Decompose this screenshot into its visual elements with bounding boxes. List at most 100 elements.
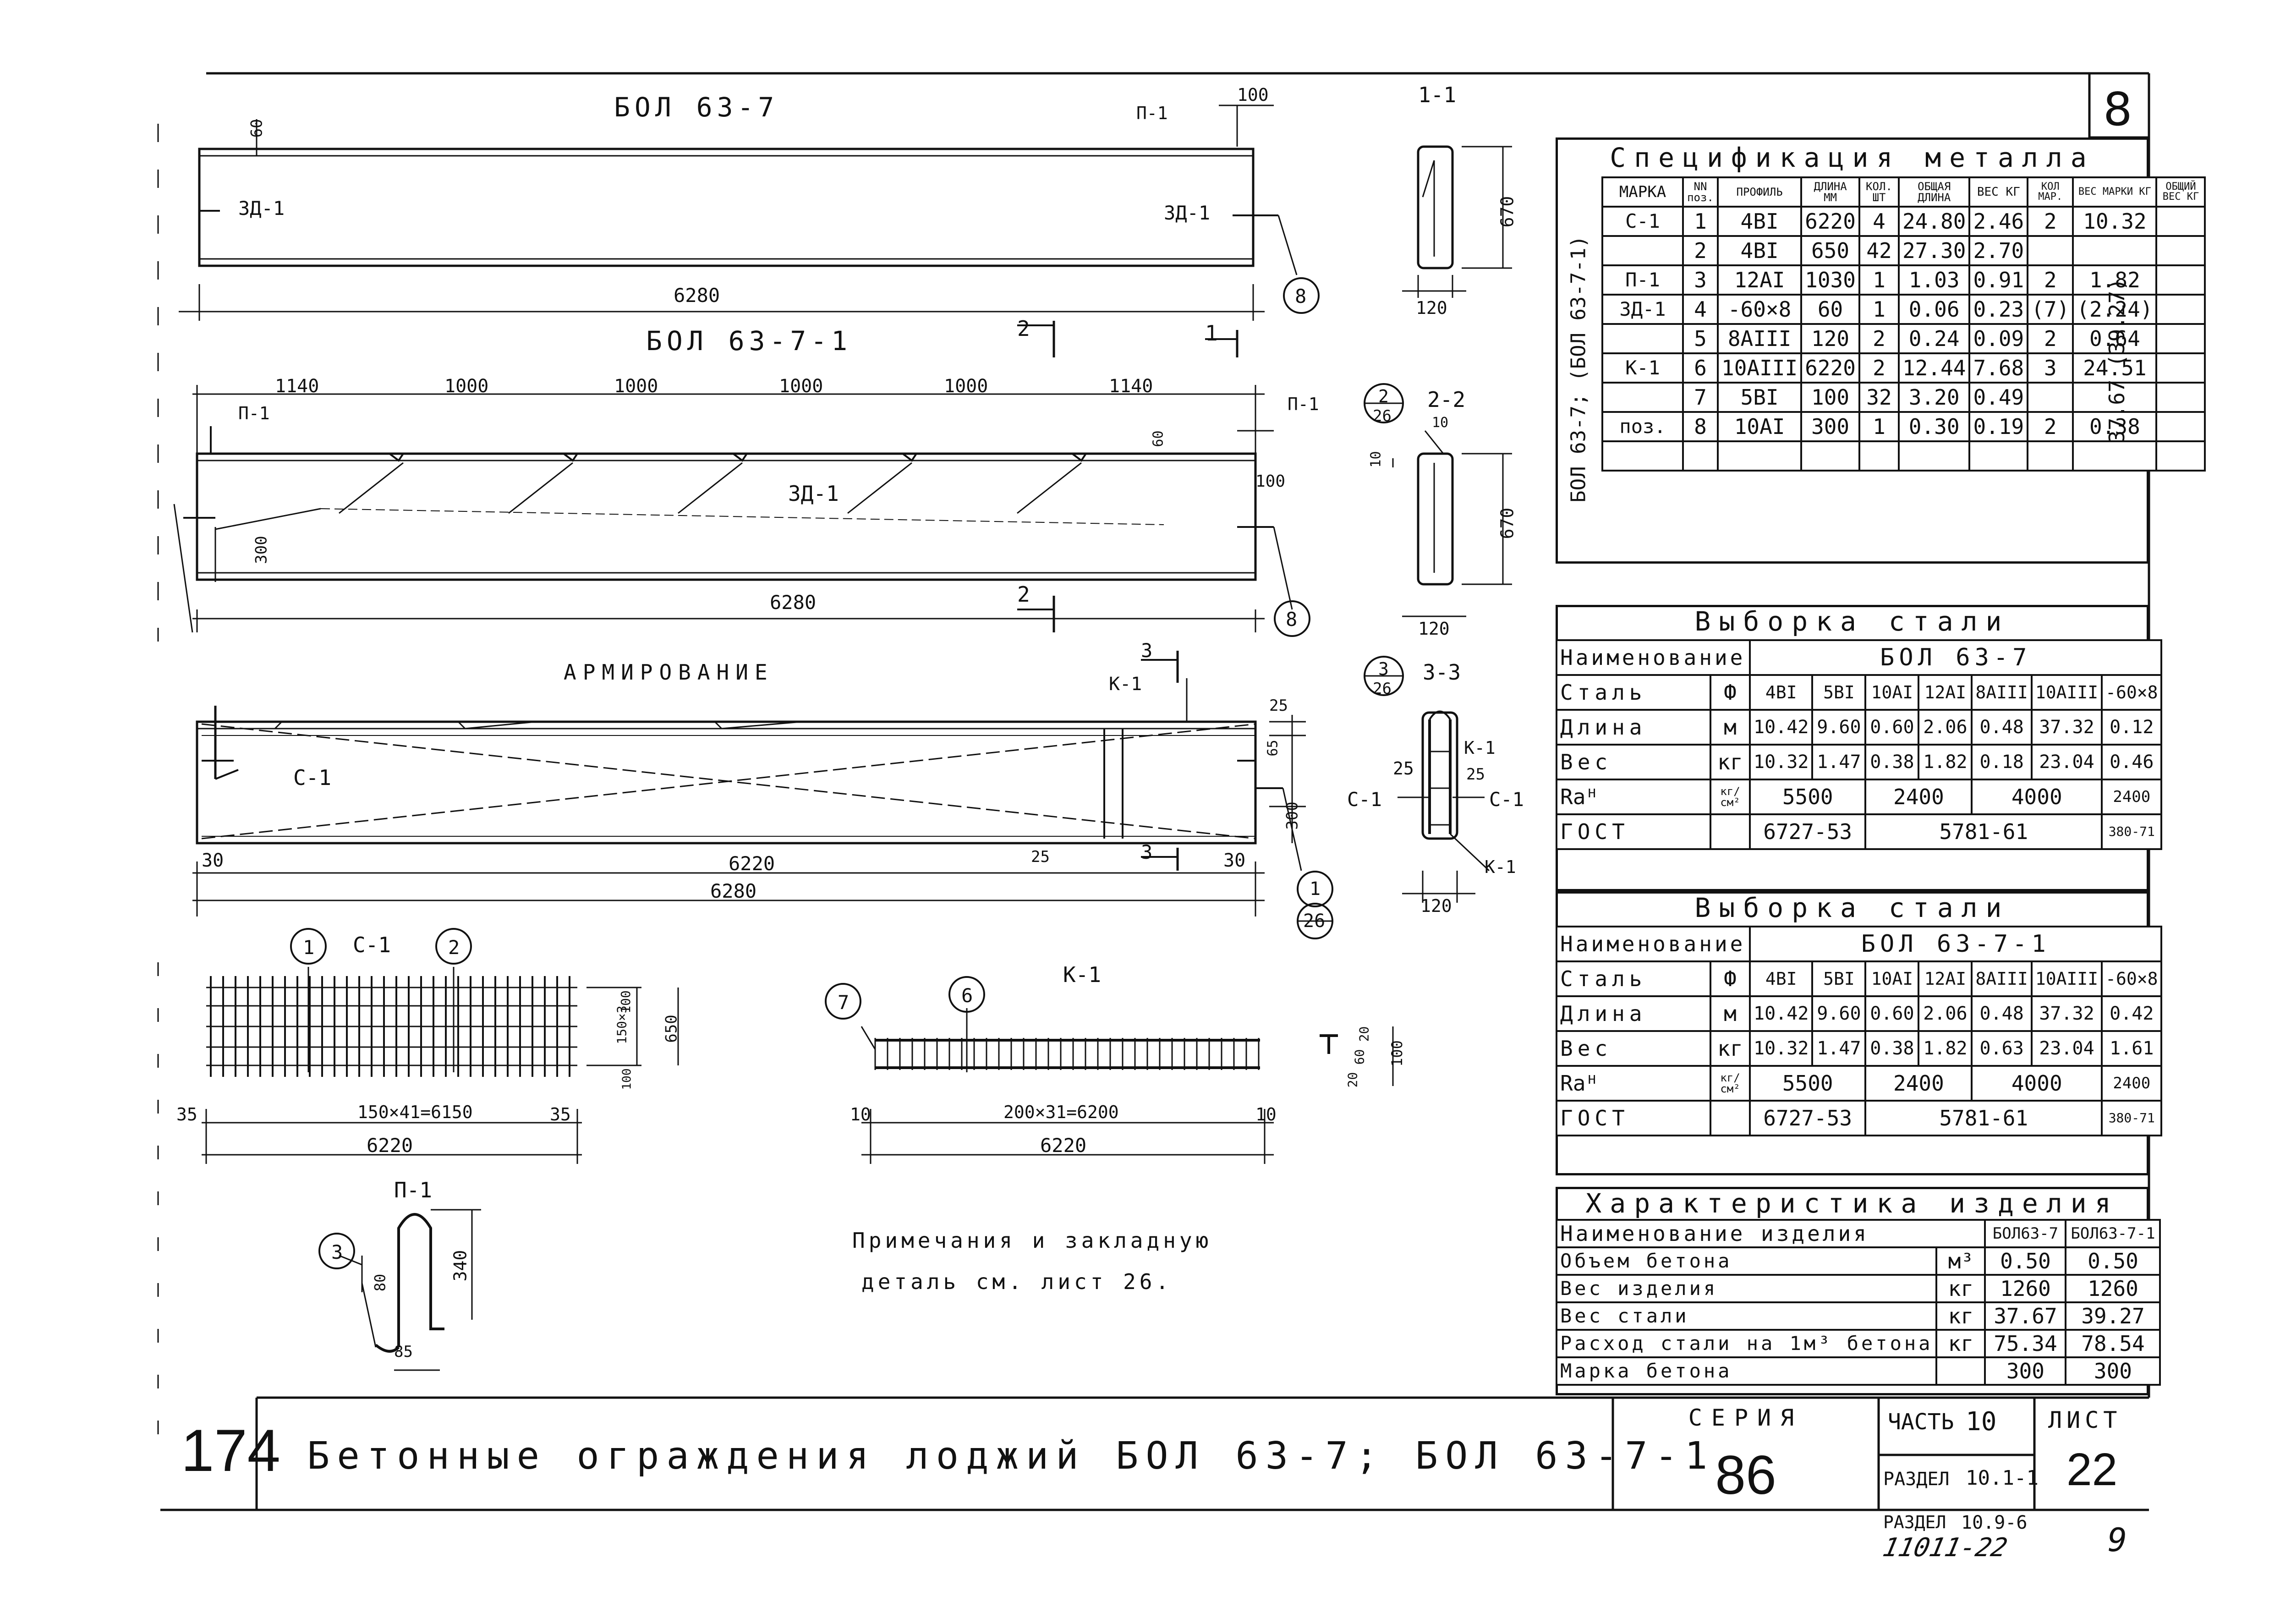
spec-header-row: МАРКА NN поз. ПРОФИЛЬ ДЛИНА ММ КОЛ. ШТ О… bbox=[1601, 176, 2206, 208]
callout-8-b: 8 bbox=[1286, 608, 1298, 631]
handwritten-page: 9 bbox=[2108, 1521, 2127, 1559]
steel-weight-label: Вес bbox=[1556, 744, 1711, 780]
spec-cell-mark-weight: (2.24) bbox=[2072, 294, 2158, 325]
spec-cell-qty: 42 bbox=[1858, 235, 1900, 266]
steel-length-value: 2.06 bbox=[1918, 995, 1973, 1032]
spec-cell-profile: 10АI bbox=[1716, 411, 1803, 442]
characteristics-col1: БОЛ63-7 bbox=[1984, 1219, 2067, 1248]
spacing-3: 1000 bbox=[779, 376, 823, 397]
spec-cell-qty: 2 bbox=[1858, 352, 1900, 384]
spec-cell-profile: 5ВI bbox=[1716, 382, 1803, 413]
characteristics-header-name: Наименование изделия bbox=[1555, 1219, 1986, 1248]
spec-header: ПРОФИЛЬ bbox=[1716, 176, 1803, 208]
spec-cell-mark-weight bbox=[2072, 235, 2158, 266]
spec-cell-weight: 0.49 bbox=[1968, 382, 2029, 413]
section-label-p1-right: П-1 bbox=[1288, 394, 1319, 414]
characteristics-cell-v1: 0.50 bbox=[1984, 1246, 2067, 1276]
spec-cell-empty bbox=[2155, 440, 2206, 472]
spec-cell-weight: 0.19 bbox=[1968, 411, 2029, 442]
characteristics-cell-v1: 75.34 bbox=[1984, 1329, 2067, 1358]
spec-header: ОБЩАЯ ДЛИНА bbox=[1897, 176, 1971, 208]
spec-cell-pos: 1 bbox=[1682, 206, 1719, 237]
section-33-width: 120 bbox=[1420, 896, 1452, 916]
steel-length-value: 0.60 bbox=[1864, 995, 1920, 1032]
cut-1-top: 1 bbox=[1205, 321, 1218, 346]
spec-cell-total-len: 0.30 bbox=[1897, 411, 1971, 442]
characteristics-cell-name: Марка бетона bbox=[1555, 1356, 1938, 1386]
spec-cell-pos: 6 bbox=[1682, 352, 1719, 384]
characteristics-cell-v1: 1260 bbox=[1984, 1274, 2067, 1303]
frame-right-10: 10 bbox=[1255, 1104, 1277, 1125]
characteristics-cell-v2: 1260 bbox=[2065, 1274, 2161, 1303]
steel-weight-value: 0.38 bbox=[1864, 744, 1920, 780]
spec-cell-profile: 10АIII bbox=[1716, 352, 1803, 384]
characteristics-cell-v1: 300 bbox=[1984, 1356, 2067, 1386]
spec-cell-empty bbox=[1968, 440, 2029, 472]
spec-cell-empty bbox=[1716, 440, 1803, 472]
cut-2-bottom: 2 bbox=[1017, 582, 1030, 607]
note-line-1: Примечания и закладную bbox=[852, 1228, 1212, 1253]
spec-header: ДЛИНА ММ bbox=[1800, 176, 1860, 208]
spec-cell-mark-qty: 2 bbox=[2027, 323, 2074, 354]
spec-cell-weight: 0.91 bbox=[1968, 264, 2029, 296]
steel-ra-value: 5500 bbox=[1748, 1065, 1867, 1102]
cut-3-top: 3 bbox=[1141, 639, 1153, 662]
handwritten-code: 11011-22 bbox=[1880, 1533, 2010, 1563]
steel-sample-1-title: Выборка стали bbox=[1694, 606, 2010, 637]
spec-cell-empty bbox=[1858, 440, 1900, 472]
spec-table: МАРКА NN поз. ПРОФИЛЬ ДЛИНА ММ КОЛ. ШТ О… bbox=[1601, 176, 2206, 472]
section-mark-p1-a: П-1 bbox=[1136, 103, 1168, 123]
dim-100-a: 100 bbox=[1237, 85, 1269, 105]
spec-cell-profile: 12АI bbox=[1716, 264, 1803, 296]
characteristics-col2: БОЛ63-7-1 bbox=[2065, 1219, 2161, 1248]
spec-cell-mark: С-1 bbox=[1601, 206, 1684, 237]
frame-side-20a: 20 bbox=[1345, 1072, 1360, 1088]
spec-cell-total-len: 3.20 bbox=[1897, 382, 1971, 413]
spec-cell-mark-weight bbox=[2072, 382, 2158, 413]
section-33-k1-lower: К-1 bbox=[1485, 857, 1516, 877]
embedded-label-center: ЗД-1 bbox=[788, 481, 839, 506]
steel-weight-value: 0.63 bbox=[1971, 1030, 2033, 1067]
spec-cell-length: 1030 bbox=[1800, 264, 1860, 296]
spec-cell-weight: 0.23 bbox=[1968, 294, 2029, 325]
steel-gost-value: 380-71 bbox=[2101, 813, 2163, 850]
spec-cell-length: 100 bbox=[1800, 382, 1860, 413]
spec-cell-pos: 3 bbox=[1682, 264, 1719, 296]
spec-total: 37.67 (39.27) bbox=[2105, 278, 2129, 444]
steel-length-value: 0.42 bbox=[2101, 995, 2163, 1032]
steel-gost-value: 380-71 bbox=[2101, 1100, 2163, 1136]
spec-side-label: БОЛ 63-7; (БОЛ 63-7-1) bbox=[1567, 236, 1590, 503]
spec-cell-weight: 0.09 bbox=[1968, 323, 2029, 354]
characteristics-cell-v2: 300 bbox=[2065, 1356, 2161, 1386]
section-22-height: 670 bbox=[1497, 507, 1518, 539]
spec-cell-mark-qty: 3 bbox=[2027, 352, 2074, 384]
spec-cell-qty: 1 bbox=[1858, 411, 1900, 442]
steel-weight-value: 1.47 bbox=[1811, 1030, 1867, 1067]
spec-cell-total bbox=[2155, 206, 2206, 237]
section-11-title: 1-1 bbox=[1418, 82, 1457, 107]
characteristics-cell-v2: 78.54 bbox=[2065, 1329, 2161, 1358]
spec-cell-total-len: 12.44 bbox=[1897, 352, 1971, 384]
spec-cell-mark: поз. bbox=[1601, 411, 1684, 442]
spec-cell-qty: 4 bbox=[1858, 206, 1900, 237]
steel-gost-label: ГОСТ bbox=[1556, 1100, 1711, 1136]
steel-grade: 10АI bbox=[1864, 674, 1920, 711]
steel-length-label: Длина bbox=[1556, 709, 1711, 746]
steel-grade: 5ВI bbox=[1811, 674, 1867, 711]
section-22-callout-top: 2 bbox=[1378, 386, 1389, 406]
section-22-dim-10a: 10 bbox=[1432, 415, 1449, 431]
steel-weight-value: 0.46 bbox=[2101, 744, 2163, 780]
dim-60-b: 60 bbox=[1150, 430, 1167, 447]
characteristics-cell-v2: 0.50 bbox=[2065, 1246, 2161, 1276]
spec-cell-total-len: 1.03 bbox=[1897, 264, 1971, 296]
dim-65: 65 bbox=[1265, 740, 1281, 757]
